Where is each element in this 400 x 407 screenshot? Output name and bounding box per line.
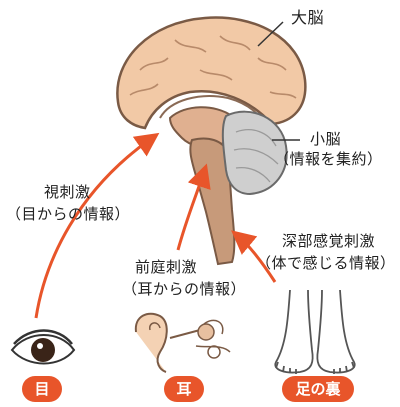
foot-badge: 足の裏	[282, 376, 354, 402]
eye-icon	[12, 331, 74, 364]
deep-note: （体で感じる情報）	[256, 254, 396, 273]
eye-badge: 目	[22, 376, 62, 402]
deep-label: 深部感覚刺激	[282, 232, 375, 251]
vestibular-label: 前庭刺激	[135, 258, 197, 277]
feet-icon	[275, 290, 354, 374]
ear-badge: 耳	[164, 376, 204, 402]
visual-note: （目からの情報）	[6, 205, 130, 224]
cerebellum-note: （情報を集約）	[274, 150, 383, 169]
vestibular-arrow	[178, 172, 204, 250]
cerebrum-label: 大脳	[291, 8, 324, 27]
ear-icon	[136, 314, 230, 372]
vestibular-note: （耳からの情報）	[122, 280, 246, 299]
visual-label: 視刺激	[44, 183, 91, 202]
cerebellum-label: 小脳	[310, 130, 341, 149]
